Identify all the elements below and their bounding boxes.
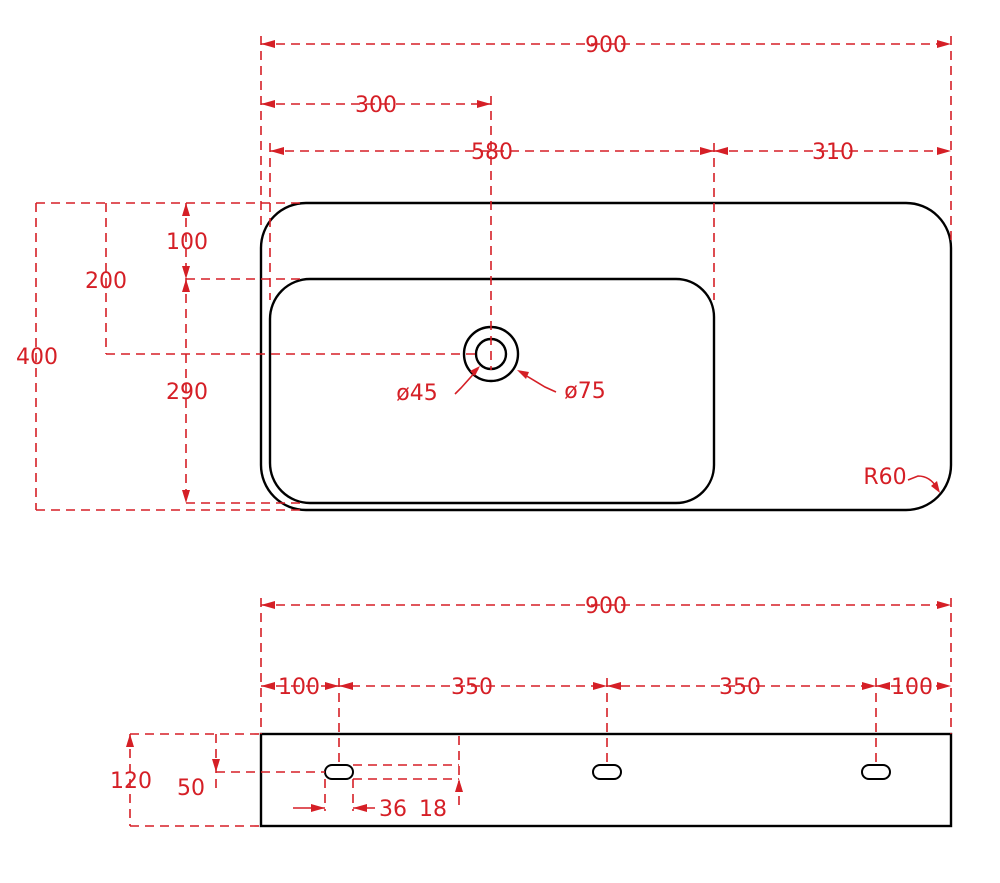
front-view-outline [259, 732, 953, 828]
bowl-inner-outline [268, 277, 716, 505]
dim-label-290: 290 [166, 380, 208, 405]
dim-label-36: 36 [379, 797, 407, 822]
basin-outer-outline [259, 201, 953, 512]
leader-d45 [454, 368, 479, 395]
dim-label-200: 200 [85, 269, 127, 294]
leader-d75 [519, 371, 557, 393]
front-panel-outline [259, 732, 953, 828]
dim-label-d45: ø45 [396, 381, 437, 406]
dim-label-18: 18 [419, 797, 447, 822]
front-view-dimensions: 900 100 350 350 100 120 50 [110, 594, 952, 827]
dim-label-100-right: 100 [891, 675, 933, 700]
top-view-dimensions: 900 300 580 310 400 200 100 [16, 33, 952, 511]
dim-label-310: 310 [812, 140, 854, 165]
dim-label-350-right: 350 [719, 675, 761, 700]
dim-label-50: 50 [177, 776, 205, 801]
dim-label-350-left: 350 [451, 675, 493, 700]
dim-label-900-front: 900 [585, 594, 627, 619]
dim-label-100-ledge: 100 [166, 230, 208, 255]
dim-label-r60: R60 [863, 465, 906, 490]
top-view-outline [259, 201, 953, 512]
dim-label-100-left: 100 [278, 675, 320, 700]
mounting-slot-left [324, 764, 354, 780]
mounting-slot-center [592, 764, 622, 780]
dim-label-120: 120 [110, 769, 152, 794]
mounting-slot-right [861, 764, 891, 780]
dim-label-900-top: 900 [585, 33, 627, 58]
dim-label-d75: ø75 [564, 379, 605, 404]
dim-label-300: 300 [355, 93, 397, 118]
dim-label-400: 400 [16, 345, 58, 370]
dim-label-580: 580 [471, 140, 513, 165]
